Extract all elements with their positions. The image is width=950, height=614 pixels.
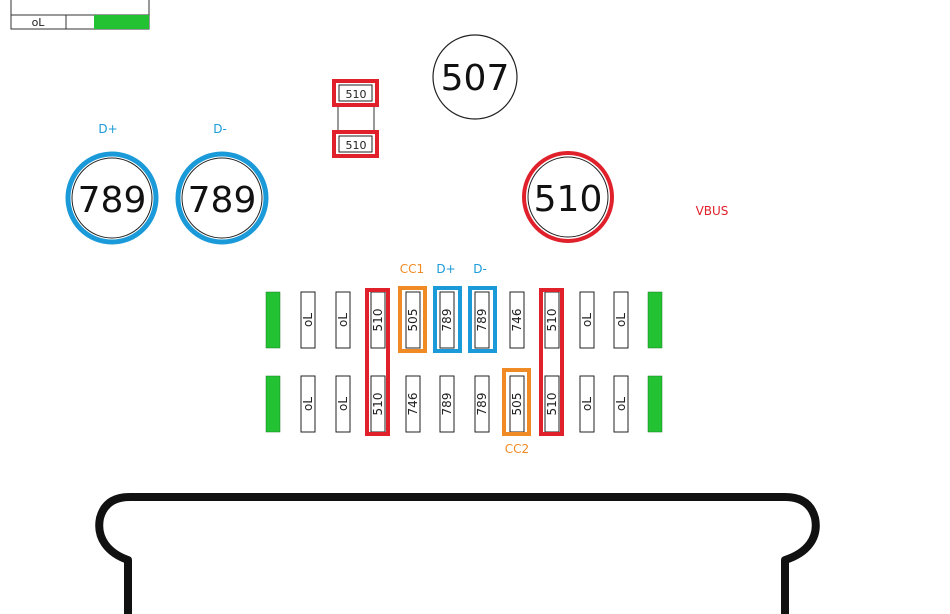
dminus-pad: D- 789 — [175, 122, 269, 245]
center-pad: 507 — [432, 34, 518, 120]
resistor-bottom-highlight — [332, 130, 379, 158]
center-pad-value: 507 — [441, 58, 510, 99]
pin-label-top-3: 510 — [371, 309, 385, 332]
pin-top-2 — [335, 291, 351, 349]
top-resistor-pair: 510 510 — [332, 79, 379, 158]
pin-label-bottom-6: 789 — [475, 393, 489, 416]
pin-cc2-highlight — [502, 368, 531, 436]
pin-top-6 — [474, 291, 490, 349]
pin-label-bottom-8: 510 — [545, 393, 559, 416]
resistor-top — [338, 84, 373, 102]
pin-highlights — [365, 286, 564, 436]
pin-top-9 — [579, 291, 595, 349]
ground-pin-top-11 — [647, 291, 663, 349]
dplus-pad: D+ 789 — [65, 122, 159, 245]
resistor-bottom — [338, 135, 373, 153]
pin-top-10 — [613, 291, 629, 349]
resistor-top-highlight — [332, 79, 379, 107]
vbus-pad-value: 510 — [534, 179, 603, 220]
ground-pin-bottom-11 — [647, 375, 663, 433]
legend-green-swatch — [94, 15, 149, 29]
vbus-pad: 510 — [522, 151, 614, 243]
caption-dplus: D+ — [436, 262, 455, 276]
pin-bottom-6 — [474, 375, 490, 433]
pin-top-4 — [405, 291, 421, 349]
pin-bottom-5 — [439, 375, 455, 433]
pin-label-bottom-2: oL — [336, 397, 350, 411]
dplus-pad-caption: D+ — [98, 122, 117, 136]
pin-cc1-highlight — [398, 286, 427, 353]
connector-housing-outline — [95, 493, 820, 614]
caption-cc1: CC1 — [400, 262, 424, 276]
pin-label-bottom-10: oL — [614, 397, 628, 411]
pin-top-7 — [509, 291, 525, 349]
pin-bottom-1 — [300, 375, 316, 433]
dminus-pad-caption: D- — [213, 122, 227, 136]
ground-pin-top-0 — [265, 291, 281, 349]
pin-label-bottom-9: oL — [580, 397, 594, 411]
legend: oL — [10, 0, 150, 30]
resistor-bottom-label: 510 — [346, 139, 367, 152]
pin-dplus-highlight — [433, 286, 462, 353]
pin-top-1 — [300, 291, 316, 349]
pin-label-bottom-4: 746 — [406, 393, 420, 416]
pin-label-bottom-5: 789 — [440, 393, 454, 416]
pin-bottom-9 — [579, 375, 595, 433]
pin-label-top-6: 789 — [475, 309, 489, 332]
pin-bottom-4 — [405, 375, 421, 433]
pin-bottom-2 — [335, 375, 351, 433]
dminus-pad-value: 789 — [188, 180, 257, 221]
pin-label-top-5: 789 — [440, 309, 454, 332]
dplus-pad-value: 789 — [78, 180, 147, 221]
pin-label-bottom-1: oL — [301, 397, 315, 411]
pin-row-bottom: oL oL 510 746 789 789 505 510 oL oL — [265, 375, 663, 433]
pin-label-top-8: 510 — [545, 309, 559, 332]
pin-bottom-10 — [613, 375, 629, 433]
pin-label-top-10: oL — [614, 313, 628, 327]
pin-label-top-2: oL — [336, 313, 350, 327]
pin-510-right-highlight — [539, 288, 564, 436]
pin-label-top-9: oL — [580, 313, 594, 327]
pin-label-bottom-3: 510 — [371, 393, 385, 416]
vbus-label: VBUS — [696, 204, 729, 218]
legend-ol-label: oL — [32, 16, 46, 29]
pin-label-top-7: 746 — [510, 309, 524, 332]
ground-pin-bottom-0 — [265, 375, 281, 433]
pin-dminus-highlight — [468, 286, 497, 353]
pin-row-top: oL oL 510 505 789 789 746 510 oL oL — [265, 291, 663, 349]
caption-dminus: D- — [473, 262, 487, 276]
caption-cc2: CC2 — [505, 442, 529, 456]
pin-label-top-1: oL — [301, 313, 315, 327]
pin-label-bottom-7: 505 — [510, 393, 524, 416]
pin-510-left-highlight — [365, 288, 390, 436]
pin-label-top-4: 505 — [406, 309, 420, 332]
resistor-top-label: 510 — [346, 88, 367, 101]
pin-top-5 — [439, 291, 455, 349]
